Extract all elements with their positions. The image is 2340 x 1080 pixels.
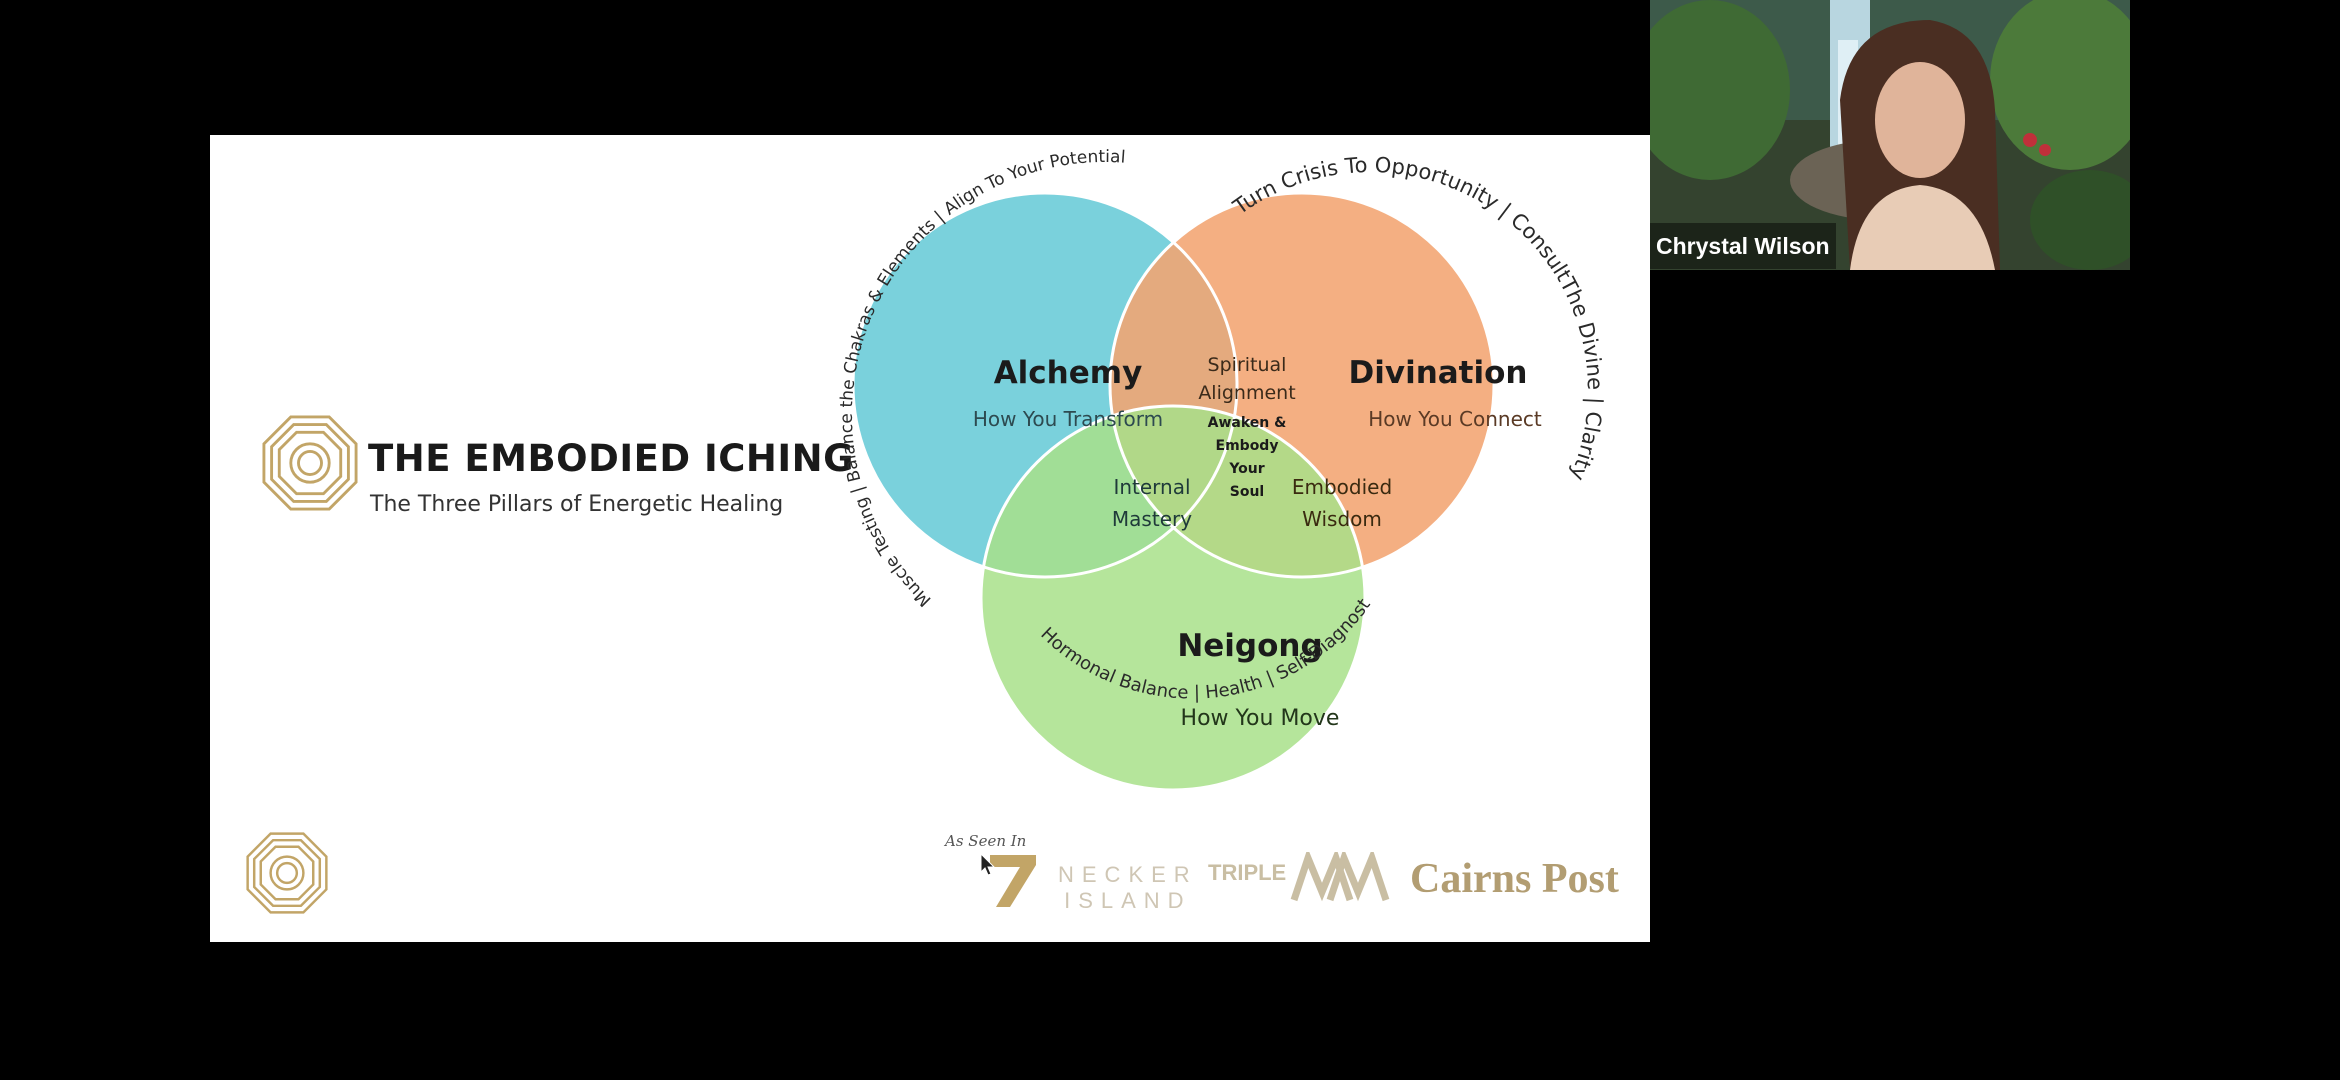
overlap-embodied-wisdom-line2: Wisdom — [1302, 507, 1382, 531]
venn-diagram: Alchemy How You Transform Divination How… — [210, 135, 1607, 792]
triple-m-logo-icon — [1290, 852, 1390, 902]
overlap-embodied-wisdom-line1: Embodied — [1292, 475, 1392, 499]
cairns-post-logo: Cairns Post — [1410, 856, 1619, 902]
overlap-internal-mastery-line2: Mastery — [1112, 507, 1192, 531]
necker-island-logo: NECKER ISLAND — [1058, 862, 1198, 914]
participant-video-tile[interactable]: Chrystal Wilson — [1650, 0, 2130, 270]
center-awaken-line1: Awaken & — [1208, 415, 1287, 431]
brand-subtitle: The Three Pillars of Energetic Healing — [370, 492, 784, 517]
participant-video-feed — [1650, 0, 2130, 270]
triple-m-logo-text: TRIPLE — [1208, 860, 1287, 885]
neigong-label: Neigong — [1177, 628, 1322, 664]
alchemy-label: Alchemy — [994, 355, 1143, 391]
neigong-circle — [981, 406, 1365, 790]
bagua-logo-icon — [262, 415, 358, 511]
mouse-cursor-icon — [980, 853, 996, 876]
center-awaken-line4: Soul — [1230, 484, 1264, 500]
seven-network-logo-icon — [990, 855, 1036, 907]
neigong-subtitle: How You Move — [1181, 706, 1340, 731]
necker-logo-line2: ISLAND — [1064, 888, 1192, 913]
shared-slide: THE EMBODIED ICHING The Three Pillars of… — [210, 135, 1650, 942]
alchemy-subtitle: How You Transform — [973, 407, 1163, 431]
center-awaken-line3: Your — [1228, 461, 1264, 477]
center-awaken-line2: Embody — [1216, 438, 1279, 454]
overlap-internal-mastery-line1: Internal — [1113, 475, 1190, 499]
divination-label: Divination — [1349, 355, 1528, 391]
speaker-name-label: Chrystal Wilson — [1650, 223, 1836, 269]
overlap-spiritual-alignment-line2: Alignment — [1198, 382, 1295, 404]
divination-subtitle: How You Connect — [1368, 407, 1542, 431]
brand-title: THE EMBODIED ICHING — [368, 437, 854, 480]
bagua-footer-icon — [246, 832, 328, 914]
necker-logo-line1: NECKER — [1058, 862, 1198, 887]
overlap-spiritual-alignment-line1: Spiritual — [1208, 354, 1287, 376]
as-seen-in-label: As Seen In — [945, 832, 1027, 850]
